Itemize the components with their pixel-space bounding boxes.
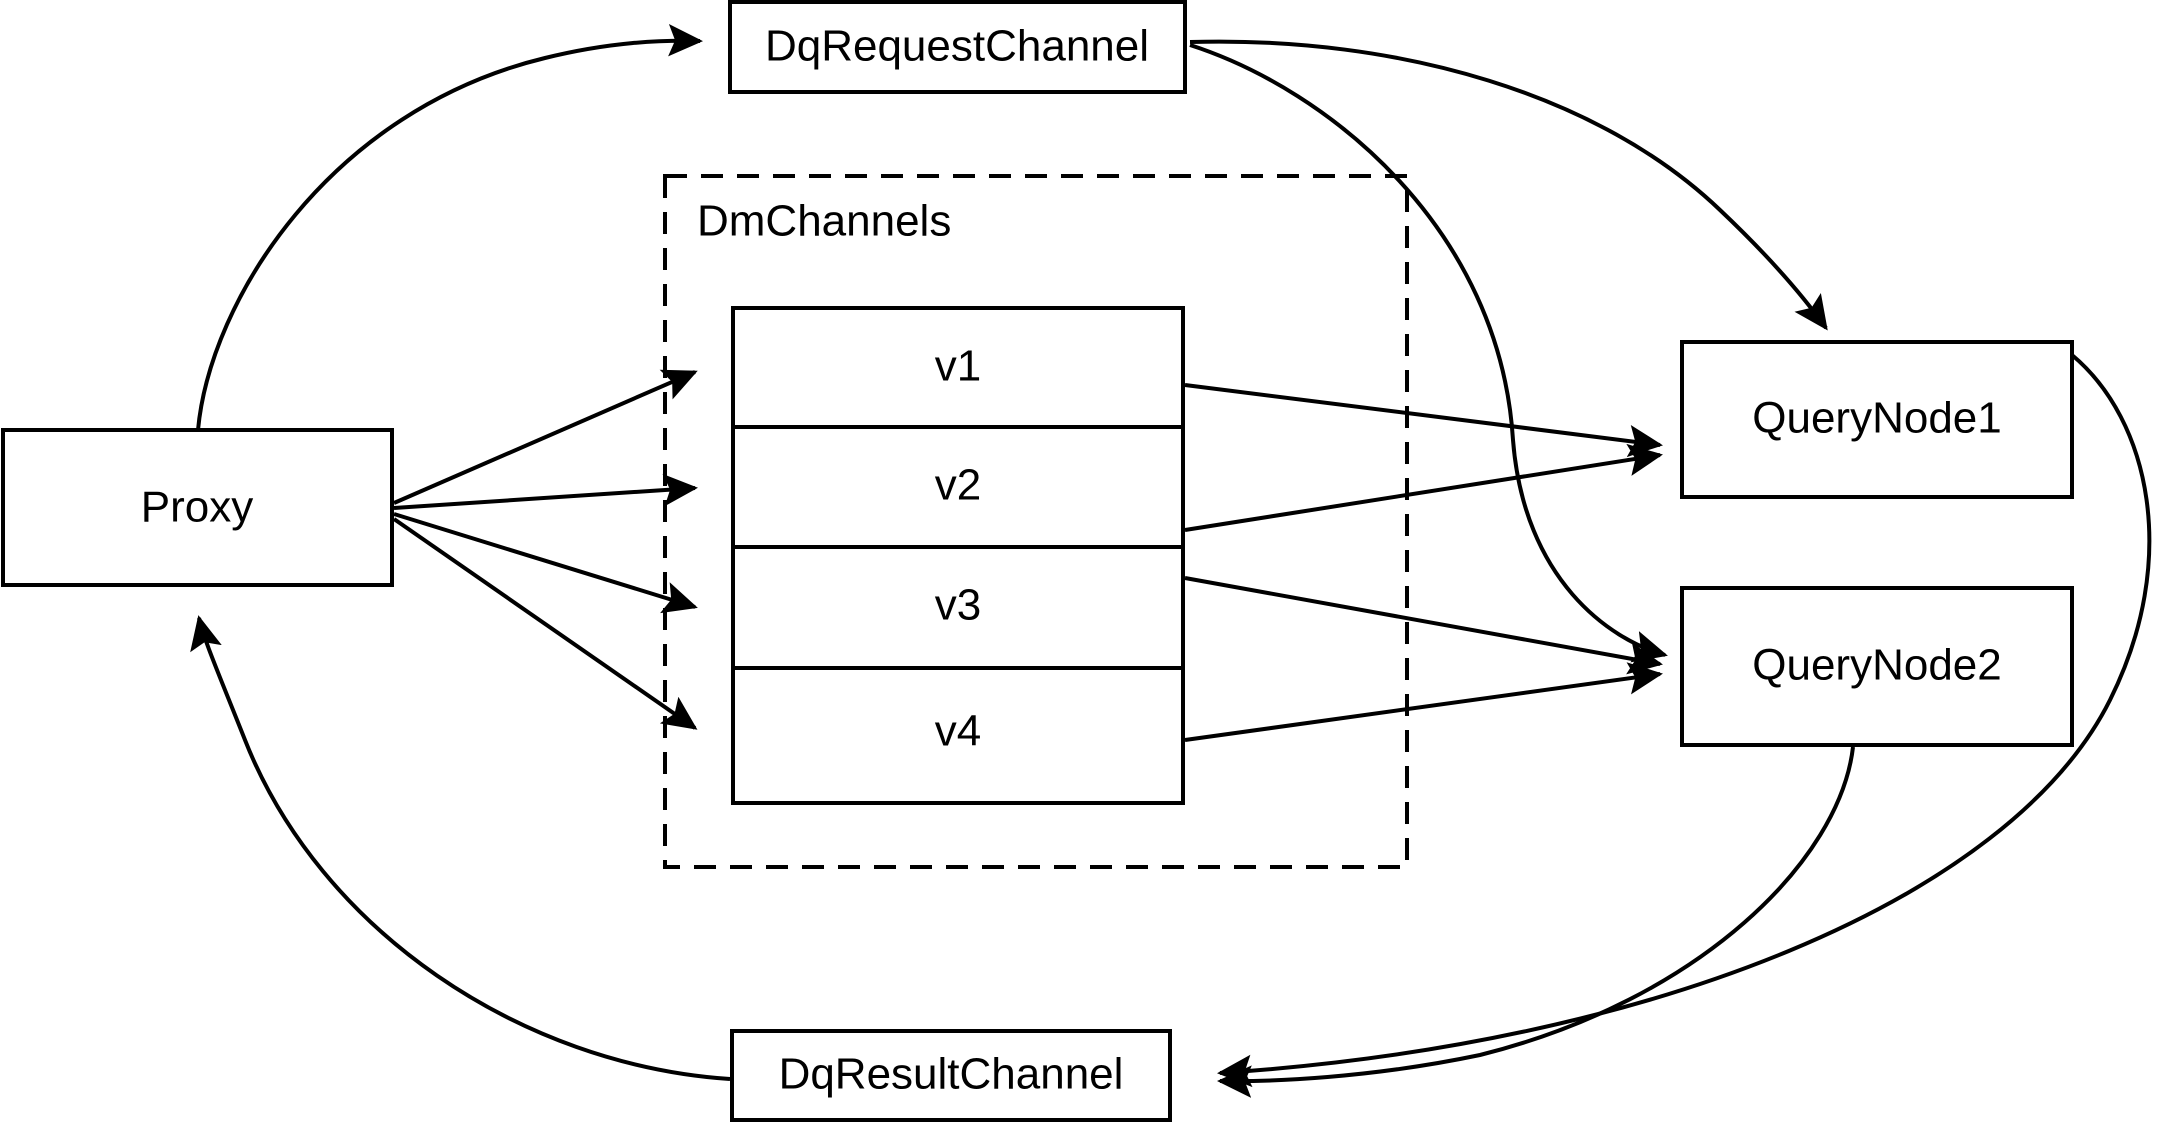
edge-proxy-to-v3 <box>393 512 698 614</box>
edge-proxy-to-v2 <box>393 473 698 510</box>
shard-row-v3[interactable]: v3 <box>935 581 981 630</box>
edge-dq-result-channel-to-proxy <box>190 615 731 1081</box>
query-node-2-label: QueryNode2 <box>1752 641 2001 690</box>
query-node-2-box[interactable] <box>1680 586 2074 747</box>
node-query-node-2[interactable]: QueryNode2 <box>1680 586 2074 747</box>
shard-row-v4[interactable]: v4 <box>935 707 981 756</box>
dq-result-channel-box[interactable] <box>730 1029 1172 1122</box>
dm-channels-group: DmChannels <box>663 174 1409 869</box>
shard-row-v2[interactable]: v2 <box>935 461 981 510</box>
edge-v3-to-query-node-2 <box>1184 576 1663 675</box>
edge-proxy-to-dq-request-channel <box>196 24 703 431</box>
query-node-1-box[interactable] <box>1680 340 2074 499</box>
dq-request-channel-label: DqRequestChannel <box>765 22 1149 71</box>
proxy-label: Proxy <box>141 483 253 532</box>
edge-proxy-to-v4 <box>392 517 698 730</box>
dm-channels-border <box>663 174 1409 869</box>
shard-stack-border <box>731 306 1185 805</box>
edge-v1-to-query-node-1 <box>1184 383 1663 458</box>
shard-row-v1[interactable]: v1 <box>935 342 981 391</box>
shard-stack: v1 v2 v3 v4 <box>731 306 1185 805</box>
edge-query-node-1-to-dq-result-channel <box>1217 353 2152 1088</box>
edge-dq-request-channel-to-query-node-1 <box>1189 39 1828 331</box>
dm-channels-label: DmChannels <box>697 197 951 246</box>
edge-query-node-2-to-dq-result-channel <box>1217 746 1855 1098</box>
edge-proxy-to-v1 <box>393 369 698 505</box>
edge-v4-to-query-node-2 <box>1184 662 1663 742</box>
query-node-1-label: QueryNode1 <box>1752 394 2001 443</box>
proxy-box[interactable] <box>1 428 394 587</box>
edge-dq-request-channel-to-query-node-2 <box>1189 43 1668 663</box>
edge-v2-to-query-node-1 <box>1184 443 1663 532</box>
dq-result-channel-label: DqResultChannel <box>779 1050 1124 1099</box>
node-dq-request-channel[interactable]: DqRequestChannel <box>728 0 1187 94</box>
node-dq-result-channel[interactable]: DqResultChannel <box>730 1029 1172 1122</box>
node-query-node-1[interactable]: QueryNode1 <box>1680 340 2074 499</box>
node-proxy[interactable]: Proxy <box>1 428 394 587</box>
dq-request-channel-box[interactable] <box>728 0 1187 94</box>
